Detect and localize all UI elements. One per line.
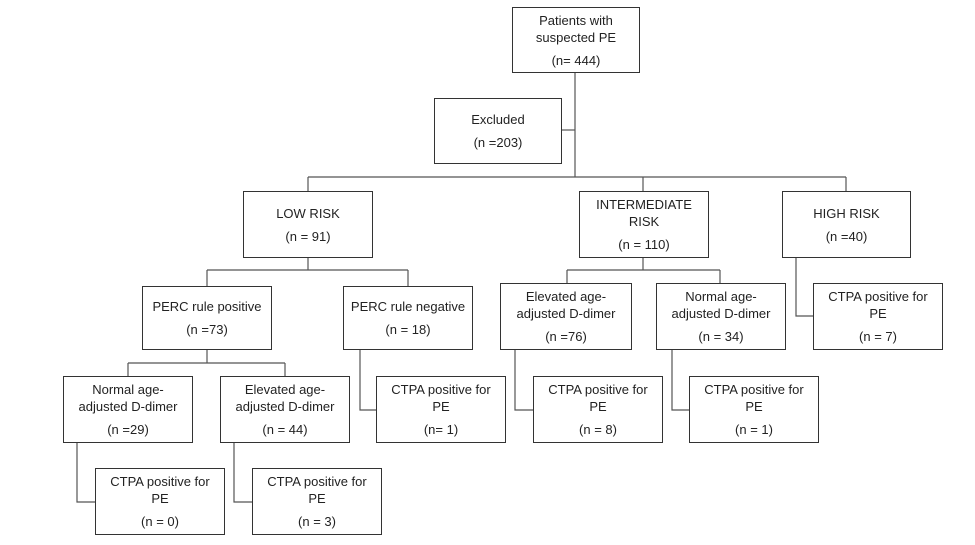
node-suspected-pe: Patients with suspected PE (n= 444) bbox=[512, 7, 640, 73]
node-low-elevated-ctpa: CTPA positive for PE (n = 3) bbox=[252, 468, 382, 535]
node-low-risk: LOW RISK (n = 91) bbox=[243, 191, 373, 258]
node-title: CTPA positive for PE bbox=[548, 382, 648, 414]
connector-percneg-ctpa bbox=[359, 350, 376, 411]
node-int-elevated-ctpa: CTPA positive for PE (n = 8) bbox=[533, 376, 663, 443]
connector-high-ctpa bbox=[795, 258, 813, 317]
node-count: (n = 1) bbox=[735, 422, 773, 437]
node-count: (n = 91) bbox=[285, 228, 331, 244]
node-low-normal-ctpa: CTPA positive for PE (n = 0) bbox=[95, 468, 225, 535]
node-count: (n = 110) bbox=[618, 237, 670, 252]
node-intermediate-risk: INTERMEDIATE RISK (n = 110) bbox=[579, 191, 709, 258]
node-count: (n= 444) bbox=[551, 52, 601, 68]
node-high-risk: HIGH RISK (n =40) bbox=[782, 191, 911, 258]
node-excluded: Excluded (n =203) bbox=[434, 98, 562, 164]
node-title: Normal age- adjusted D-dimer bbox=[78, 382, 178, 414]
node-count: (n = 44) bbox=[262, 422, 308, 437]
node-count: (n =40) bbox=[825, 228, 868, 244]
node-count: (n =29) bbox=[107, 422, 149, 437]
node-count: (n =76) bbox=[545, 329, 587, 344]
node-title: Excluded bbox=[471, 112, 525, 127]
node-count: (n = 3) bbox=[298, 514, 336, 529]
node-title: PERC rule negative bbox=[350, 299, 466, 314]
node-count: (n = 7) bbox=[859, 329, 897, 344]
node-title: LOW RISK bbox=[276, 205, 340, 221]
node-title: CTPA positive for PE bbox=[110, 474, 210, 506]
node-title: Normal age- adjusted D-dimer bbox=[671, 289, 771, 321]
connector-intnorm-ctpa bbox=[671, 350, 689, 411]
node-int-elevated-ddimer: Elevated age- adjusted D-dimer (n =76) bbox=[500, 283, 632, 350]
node-count: (n = 0) bbox=[141, 514, 179, 529]
node-title: PERC rule positive bbox=[152, 299, 262, 314]
node-title: Elevated age- adjusted D-dimer bbox=[235, 382, 335, 414]
node-count: (n= 1) bbox=[423, 422, 459, 437]
node-count: (n = 34) bbox=[698, 329, 744, 344]
node-high-ctpa: CTPA positive for PE (n = 7) bbox=[813, 283, 943, 350]
node-count: (n =203) bbox=[473, 135, 523, 150]
node-low-normal-ddimer: Normal age- adjusted D-dimer (n =29) bbox=[63, 376, 193, 443]
node-title: INTERMEDIATE RISK bbox=[596, 197, 692, 229]
connector-lownorm-ctpa bbox=[76, 443, 95, 503]
node-count: (n =73) bbox=[186, 322, 228, 337]
node-perc-positive: PERC rule positive (n =73) bbox=[142, 286, 272, 350]
node-low-elevated-ddimer: Elevated age- adjusted D-dimer (n = 44) bbox=[220, 376, 350, 443]
node-title: Patients with suspected PE bbox=[535, 12, 617, 45]
node-count: (n = 8) bbox=[579, 422, 617, 437]
node-title: CTPA positive for PE bbox=[704, 382, 804, 414]
node-title: CTPA positive for PE bbox=[267, 474, 367, 506]
node-title: CTPA positive for PE bbox=[828, 289, 928, 321]
connector-lowelev-ctpa bbox=[233, 443, 252, 503]
connector-intelev-ctpa bbox=[514, 350, 533, 411]
node-title: CTPA positive for PE bbox=[391, 382, 491, 414]
node-perc-negative: PERC rule negative (n = 18) bbox=[343, 286, 473, 350]
node-int-normal-ctpa: CTPA positive for PE (n = 1) bbox=[689, 376, 819, 443]
node-perc-neg-ctpa: CTPA positive for PE (n= 1) bbox=[376, 376, 506, 443]
node-int-normal-ddimer: Normal age- adjusted D-dimer (n = 34) bbox=[656, 283, 786, 350]
node-title: Elevated age- adjusted D-dimer bbox=[516, 289, 616, 321]
node-title: HIGH RISK bbox=[813, 205, 880, 221]
node-count: (n = 18) bbox=[385, 322, 431, 337]
